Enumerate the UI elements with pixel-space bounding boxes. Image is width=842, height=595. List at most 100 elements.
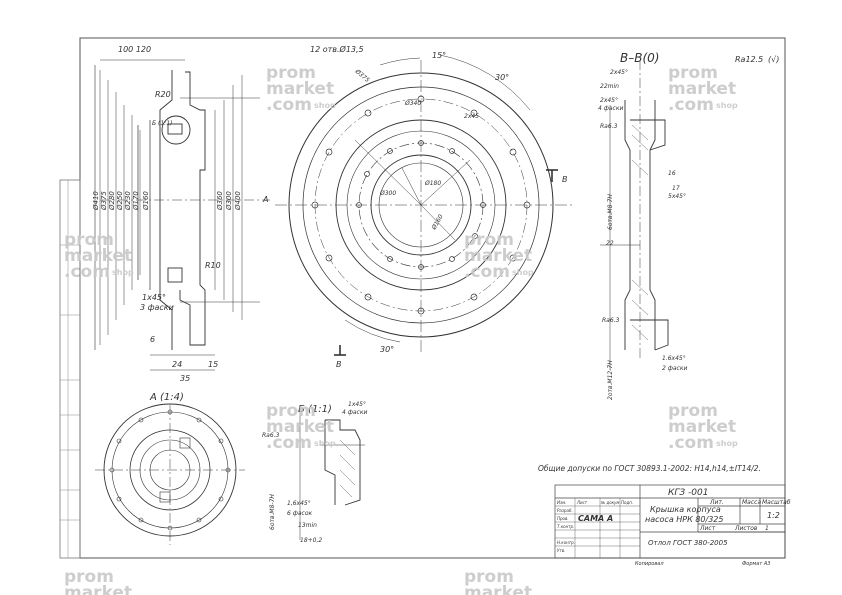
svg-text:shop: shop [716,101,738,110]
main-dim-4: Ø340 [404,100,421,107]
svg-text:prom: prom [266,401,316,421]
left-strip [59,179,81,559]
svg-text:prom: prom [64,567,114,587]
section-label-b2: B [336,360,342,369]
detail-roughness: Ra6.3 [262,432,280,439]
svg-text:market: market [64,583,132,595]
front-bottom-dim-1: 24 [172,360,182,369]
front-chamfer-2: 3 фаски [140,303,174,312]
sheets-label: Листов [734,525,758,532]
front-radius-mid: R10 [205,261,221,270]
main-dim-5: 2x45 [464,113,479,120]
part-name-1: Крышка корпуса [650,505,721,514]
row-sign: Подп. [621,500,633,505]
main-angle: 30° [380,345,394,354]
front-dia-5: Ø230 [124,191,132,211]
scale-value: 1:2 [767,511,780,520]
front-dia-8: Ø360 [216,191,224,211]
left-strip-cells [60,180,80,558]
watermarks: prom market .com shop prom market .com s… [64,63,738,595]
sheets-number: 1 [765,525,769,532]
section-cut-marks [334,169,558,356]
svg-text:market: market [64,246,132,266]
section-title: B–B(0) [620,51,659,65]
svg-text:.com: .com [668,95,714,115]
main-dim-6: Ø300 [379,190,396,197]
front-dia-3: Ø280 [108,191,116,211]
svg-text:shop: shop [512,268,534,277]
mass-header: Масса [742,499,761,506]
material: Отлoл ГОСТ 380-2005 [648,539,728,547]
section-dim-4: 22 [606,240,614,247]
svg-text:prom: prom [64,230,114,250]
row-list: Лист [576,500,588,505]
svg-text:prom: prom [668,401,718,421]
role-3: Т.контр. [557,524,574,529]
section-surface: Ra6.3 [600,123,618,130]
section-dim-3: 5x45° [668,193,686,200]
watermark: prom market .com shop [266,401,336,453]
drawing-frame [79,37,786,559]
main-view-text: 12 отв.Ø13,5 Ø375 15° 30° Ø340 2x45 Ø300… [310,44,568,369]
front-dia-7: Ø160 [142,191,150,211]
detail-note-3: 13min [298,522,317,529]
section-bottom-2: 2 фаски [662,365,687,372]
detail-left-label: 6отв.М8-7Н [269,494,276,530]
svg-text:.com: .com [64,262,110,282]
svg-text:market: market [464,246,532,266]
role-5: Утв. [557,548,565,553]
role-2: Пров. [557,516,569,521]
row-doc: № докум. [600,500,621,505]
svg-text:prom: prom [668,63,718,83]
svg-text:market: market [464,583,532,595]
detail-chamfer-count: 4 фаски [342,409,367,416]
front-bottom-dim-3: 15 [208,360,218,369]
view-a [95,403,245,545]
general-note: Общие допуски по ГОСТ 30893.1-2002: H14,… [538,464,761,473]
main-dim-3: 30° [495,73,509,82]
svg-text:prom: prom [266,63,316,83]
svg-text:shop: shop [314,101,336,110]
svg-text:market: market [668,79,736,99]
front-dia-4: Ø250 [116,191,124,211]
main-dim-7: Ø180 [424,180,441,187]
lit-header: Лит. [709,499,724,506]
svg-text:.com: .com [668,433,714,453]
doc-code: КГЗ -001 [668,488,708,498]
row-izm: Изм. [557,500,566,505]
svg-text:market: market [668,417,736,437]
front-top-dim: 100 120 [118,45,151,54]
section-label-b: B [562,175,568,184]
copied-label: Копировал [635,561,664,567]
scale-header: Масштаб [762,499,791,506]
part-name-2: насоса НРК 80/325 [645,515,723,524]
section-left-label: 6отв.М8-7Н [607,194,614,230]
front-dia-2: Ø375 [100,191,108,211]
section-top-4: 4 фаски [598,105,623,112]
svg-text:market: market [266,79,334,99]
title-block [554,484,786,559]
detail-note-4: 18+0,2 [300,537,322,544]
holes-label: 12 отв.Ø13,5 [310,44,364,54]
watermark: prom market [464,567,532,595]
section-bb [600,60,669,370]
watermark: prom market .com shop [668,63,738,115]
section-dim-2: 17 [672,185,680,192]
section-top-3: 2x45° [600,97,618,104]
section-bottom-label: 2отв.М12-7Н [607,360,614,400]
svg-text:shop: shop [716,439,738,448]
watermark: prom market [64,567,132,595]
section-top-1: 2x45° [610,69,628,76]
role-1: Разраб. [557,508,573,513]
detail-note-1: 1,6x45° [287,500,311,507]
detail-b [299,410,365,540]
main-dim-2: 15° [432,51,446,60]
main-dim-1: Ø375 [353,68,371,85]
detail-chamfer: 1x45° [348,401,366,408]
section-dim-1: 16 [668,170,676,177]
detail-title: Б (1:1) [298,404,332,415]
watermark: prom market .com shop [668,401,738,453]
front-detail-mark: Б (1:1) [152,120,172,127]
signer: САМА А [578,514,613,523]
